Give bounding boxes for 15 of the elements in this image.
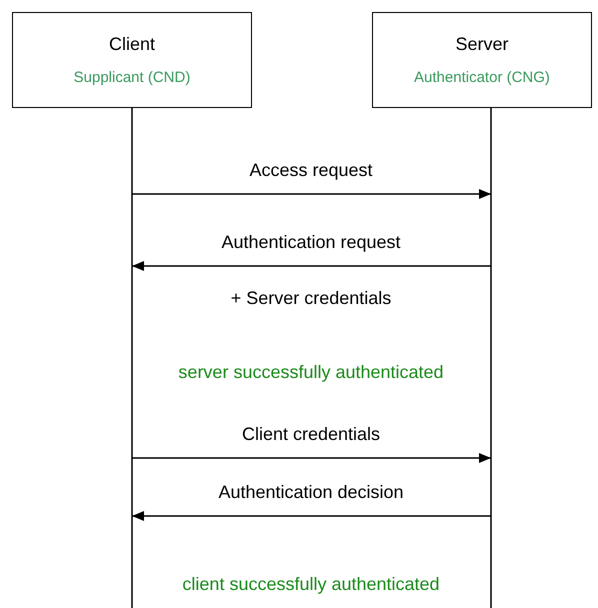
- participant-name: Server: [455, 34, 508, 55]
- note: + Server credentials: [230, 288, 392, 309]
- status-note: client successfully authenticated: [182, 574, 440, 595]
- edge-label: Access request: [249, 160, 373, 181]
- edge-label: Authentication decision: [218, 482, 404, 503]
- arrow: [132, 189, 491, 199]
- edge-label: Client credentials: [242, 424, 380, 445]
- arrow: [132, 511, 491, 521]
- participant-role: Authenticator (CNG): [414, 69, 550, 86]
- arrow: [132, 261, 491, 271]
- edge-label: Authentication request: [221, 232, 401, 253]
- arrow: [132, 453, 491, 463]
- status-note: server successfully authenticated: [178, 362, 444, 383]
- participant-name: Client: [108, 34, 156, 55]
- participant-role: Supplicant (CND): [74, 69, 190, 86]
